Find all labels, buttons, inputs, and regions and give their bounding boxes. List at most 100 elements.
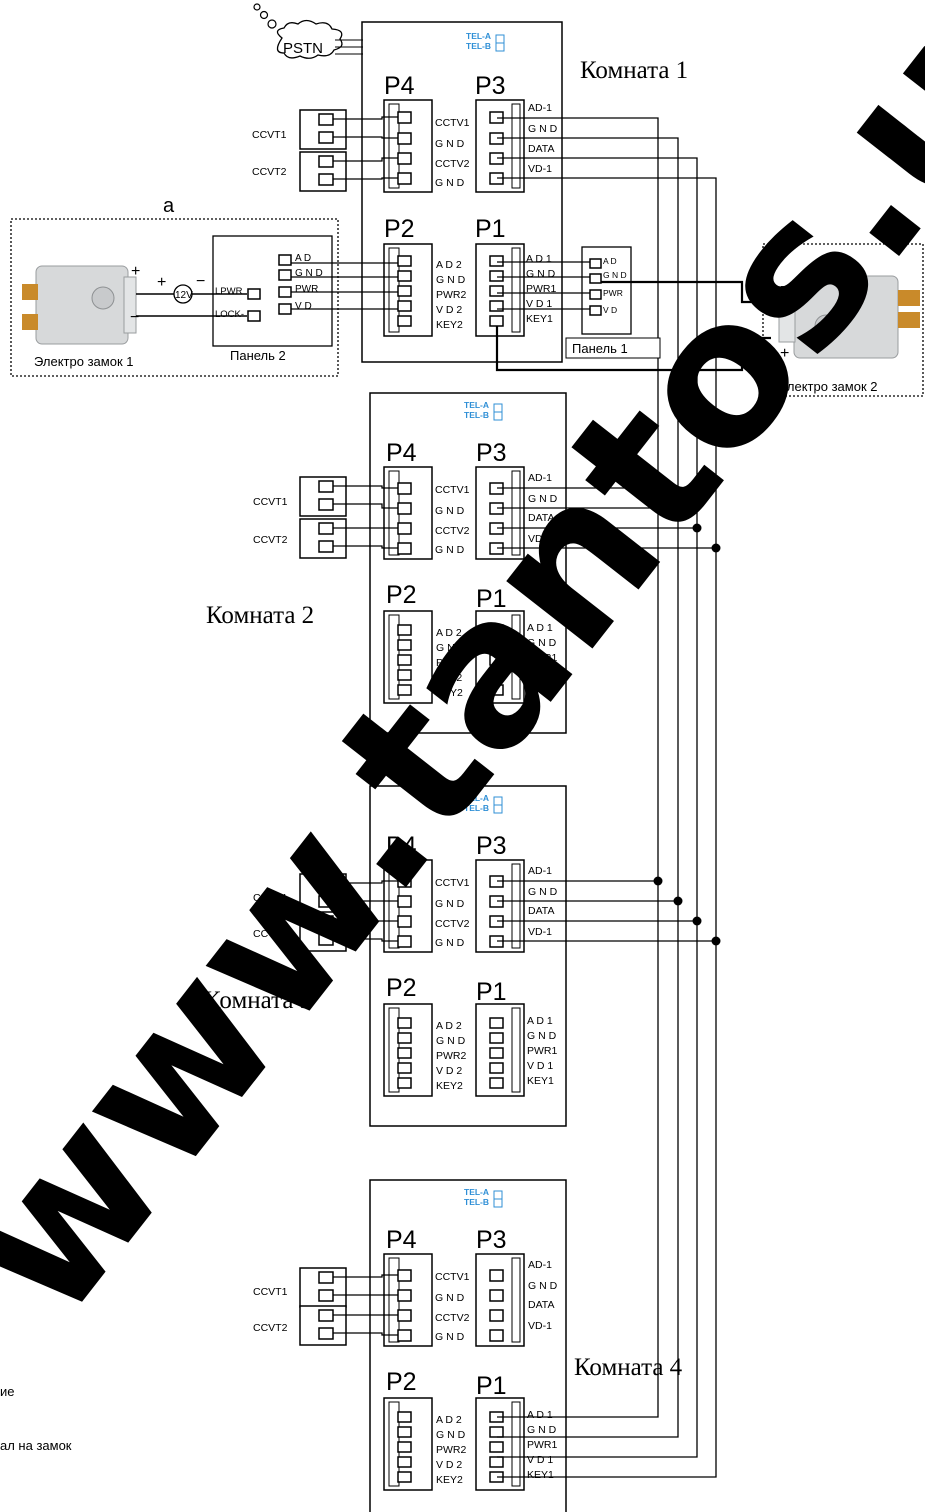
p1-label: P1 — [475, 215, 506, 243]
p4-label: P4 — [384, 72, 415, 100]
p1-pin-5: KEY1 — [527, 682, 554, 694]
p3-pin-2: G N D — [528, 123, 558, 135]
p4-pin-3: CCTV2 — [435, 1312, 470, 1324]
p1-pin-2: G N D — [527, 1030, 557, 1042]
p2-pin-5: KEY2 — [436, 1474, 463, 1486]
cut-text-1: ие — [0, 1384, 15, 1399]
p1-pin-3: PWR1 — [527, 652, 557, 664]
p4-pin-4: G N D — [435, 177, 465, 189]
lock1-minus: − — [130, 309, 139, 326]
p2-label: P2 — [386, 1368, 417, 1396]
ccvt2-label: CCVT2 — [253, 928, 288, 940]
room-unit-2: TEL-A TEL-B P4 P3 P2 P1 CCTV1 G N D CCTV… — [253, 392, 567, 734]
panel2-lock-pin-1: LPWR — [215, 286, 243, 297]
ccvt2-label: CCVT2 — [252, 166, 287, 178]
p2-pin-5: KEY2 — [436, 687, 463, 699]
p4-pin-4: G N D — [435, 544, 465, 556]
ccvt1-label: CCVT1 — [252, 129, 287, 141]
panel1-pin-1: A D — [603, 256, 617, 266]
pstn-label: PSTN — [283, 40, 323, 57]
tel-a-label: TEL-A — [464, 793, 489, 803]
p3-pin-1: AD-1 — [528, 865, 552, 877]
room-label-3: Комната 3 — [204, 987, 312, 1014]
p3-pin-3: DATA — [528, 512, 554, 524]
p2-label: P2 — [386, 974, 417, 1002]
tel-b-label: TEL-B — [466, 41, 491, 51]
p2-pin-1: A D 2 — [436, 1020, 462, 1032]
supply-minus: − — [196, 273, 205, 290]
p2-pin-4: V D 2 — [436, 672, 462, 684]
p2-pin-2: G N D — [436, 1035, 466, 1047]
p2-pin-4: V D 2 — [436, 1065, 462, 1077]
p4-pin-3: CCTV2 — [435, 158, 470, 170]
p2-label: P2 — [386, 581, 417, 609]
lock1-caption: Электро замок 1 — [34, 354, 133, 369]
panel1-pin-3: PWR — [603, 288, 623, 298]
p1-pin-1: A D 1 — [526, 253, 552, 265]
panel2-caption: Панель 2 — [230, 348, 286, 363]
p3-pin-4: VD-1 — [528, 533, 552, 545]
p2-pin-3: PWR2 — [436, 1444, 466, 1456]
p1-pin-1: A D 1 — [527, 1015, 553, 1027]
p1-pin-2: G N D — [527, 637, 557, 649]
p1-pin-4: V D 1 — [526, 298, 552, 310]
p1-pin-5: KEY1 — [527, 1075, 554, 1087]
panel2-pin-2: G N D — [295, 268, 323, 279]
panel2-lock-pin-2: LOCK- — [215, 309, 244, 320]
p3-pin-4: VD-1 — [528, 1320, 552, 1332]
p1-pin-5: KEY1 — [526, 313, 553, 325]
p3-pin-1: AD-1 — [528, 1259, 552, 1271]
p1-pin-2: G N D — [526, 268, 556, 280]
p4-label: P4 — [386, 832, 417, 860]
bus-junctions — [653, 483, 721, 946]
room-unit-4: TEL-A TEL-B P4 P3 P2 P1 CCTV1 G N D CCTV… — [253, 1179, 567, 1512]
a-label: a — [163, 195, 175, 217]
ccvt1-label: CCVT1 — [253, 892, 288, 904]
ccvt1-label: CCVT1 — [253, 496, 288, 508]
ccvt1-label: CCVT1 — [253, 1286, 288, 1298]
lock2-plus: + — [780, 345, 789, 362]
p1-pin-3: PWR1 — [527, 1439, 557, 1451]
p1-pin-4: V D 1 — [527, 667, 553, 679]
p3-pin-4: VD-1 — [528, 926, 552, 938]
tel-a-label: TEL-A — [466, 31, 491, 41]
p3-label: P3 — [476, 832, 507, 860]
p4-pin-4: G N D — [435, 1331, 465, 1343]
p1-pin-1: A D 1 — [527, 1409, 553, 1421]
p2-pin-5: KEY2 — [436, 1080, 463, 1092]
p4-pin-3: CCTV2 — [435, 918, 470, 930]
p3-pin-1: AD-1 — [528, 472, 552, 484]
panel1-caption: Панель 1 — [572, 341, 628, 356]
p3-pin-3: DATA — [528, 905, 554, 917]
p4-pin-1: CCTV1 — [435, 1271, 470, 1283]
p1-pin-5: KEY1 — [527, 1469, 554, 1481]
p4-pin-2: G N D — [435, 505, 465, 517]
p1-pin-1: A D 1 — [527, 622, 553, 634]
room-unit-3: TEL-A TEL-B P4 P3 P2 P1 CCTV1 G N D CCTV… — [253, 785, 567, 1127]
p2-pin-2: G N D — [436, 274, 466, 286]
p2-label: P2 — [384, 215, 415, 243]
tel-b-label: TEL-B — [464, 410, 489, 420]
p1-pin-4: V D 1 — [527, 1454, 553, 1466]
p1-label: P1 — [476, 978, 507, 1006]
p4-pin-1: CCTV1 — [435, 877, 470, 889]
p2-pin-4: V D 2 — [436, 304, 462, 316]
bus-wiring — [497, 117, 717, 1478]
p2-pin-3: PWR2 — [436, 657, 466, 669]
p3-pin-2: G N D — [528, 1280, 558, 1292]
panel2-box — [212, 235, 333, 347]
room-label-4: Комната 4 — [574, 1354, 683, 1381]
panel2-pin-4: V D — [295, 301, 312, 312]
p3-pin-2: G N D — [528, 886, 558, 898]
p4-pin-1: CCTV1 — [435, 117, 470, 129]
p3-label: P3 — [476, 439, 507, 467]
lock1-plus: + — [131, 263, 140, 280]
p2-pin-1: A D 2 — [436, 259, 462, 271]
p3-pin-4: VD-1 — [528, 163, 552, 175]
p2-pin-1: A D 2 — [436, 627, 462, 639]
p1-label: P1 — [476, 585, 507, 613]
p2-pin-5: KEY2 — [436, 319, 463, 331]
panel1-pin-2: G N D — [603, 270, 627, 280]
p4-label: P4 — [386, 439, 417, 467]
